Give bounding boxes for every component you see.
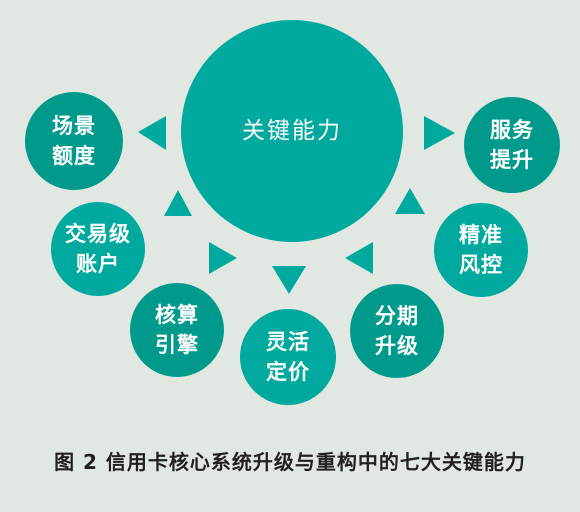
node-precise-risk-control: 精准 风控 — [434, 203, 528, 297]
arrow-to-scene-quota — [138, 116, 166, 150]
node-transaction-account: 交易级 账户 — [51, 202, 145, 296]
node-scene-quota: 场景 额度 — [25, 92, 123, 190]
node-label: 灵活 定价 — [266, 330, 310, 384]
arrow-to-service-upgrade — [424, 116, 455, 150]
center-node-label: 关键能力 — [242, 118, 342, 144]
node-service-upgrade: 服务 提升 — [464, 97, 560, 193]
node-accounting-engine: 核算 引擎 — [130, 283, 224, 377]
node-label: 场景 额度 — [52, 114, 96, 168]
node-label: 交易级 账户 — [65, 222, 131, 276]
node-flexible-pricing: 灵活 定价 — [240, 309, 336, 405]
arrow-to-transaction-account — [164, 190, 192, 216]
capability-diagram: 关键能力 场景 额度 服务 提升 交易级 账户 精准 风控 核算 引擎 分期 升… — [25, 20, 560, 405]
node-label: 核算 引擎 — [155, 303, 199, 357]
arrow-to-installment-upgrade — [345, 242, 373, 274]
arrow-to-accounting-engine — [209, 242, 237, 274]
arrows-layer — [138, 116, 455, 294]
arrow-to-flexible-pricing — [272, 266, 306, 294]
figure-caption: 图 2 信用卡核心系统升级与重构中的七大关键能力 — [54, 450, 526, 474]
node-installment-upgrade: 分期 升级 — [350, 284, 444, 378]
node-label: 精准 风控 — [459, 223, 503, 277]
arrow-to-precise-risk-control — [395, 188, 425, 214]
center-node-key-capabilities: 关键能力 — [181, 20, 403, 242]
node-label: 服务 提升 — [490, 118, 534, 172]
node-label: 分期 升级 — [375, 304, 419, 358]
